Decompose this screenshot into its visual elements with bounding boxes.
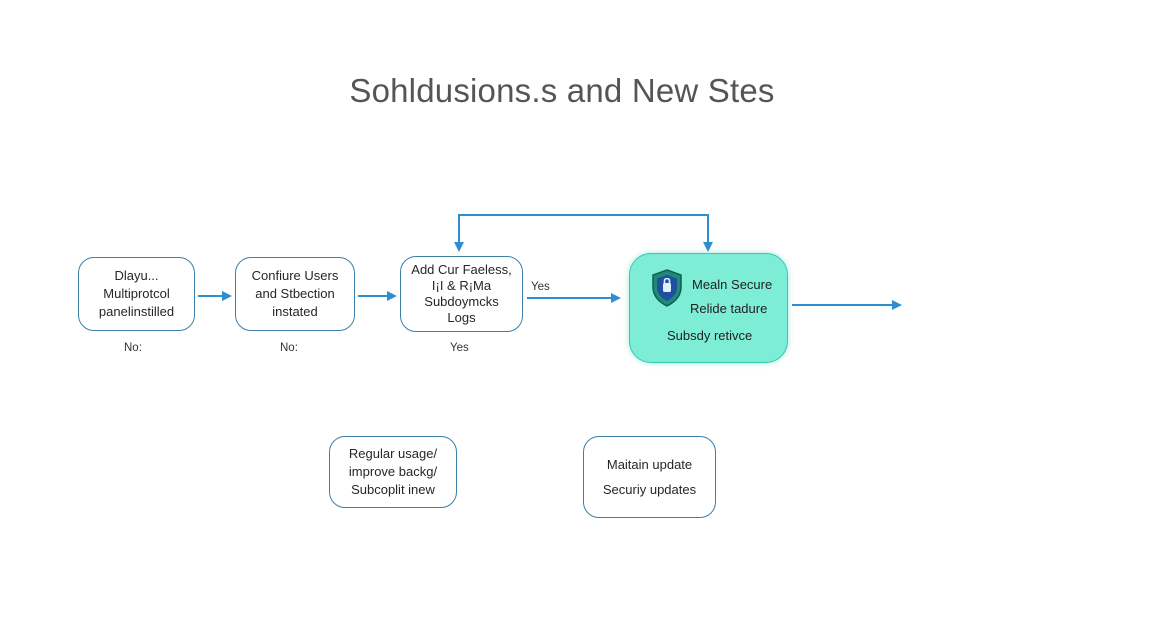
step-box-multiprotocol-panel: Dlayu... Multiprotcol panelinstilled [78, 257, 195, 331]
node-text: Maitain update [606, 457, 693, 472]
branch-label-no: No: [124, 342, 142, 354]
node-text: Regular usage/ [348, 446, 438, 461]
step-box-regular-usage: Regular usage/ improve backg/ Subcoplit … [329, 436, 457, 508]
node-text: I¡I & R¡Ma [431, 278, 492, 293]
node-text: Subcoplit inew [351, 482, 435, 497]
node-text: Multiprotcol [103, 286, 170, 301]
branch-label-no: No: [280, 342, 298, 354]
node-text: Dlayu... [114, 268, 159, 283]
step-box-add-logs: Add Cur Faeless, I¡I & R¡Ma Subdoymcks L… [400, 256, 523, 332]
edge-label-yes: Yes [531, 281, 550, 293]
loop-arrow-n4-n3 [454, 214, 709, 252]
node-text: Subsdy retivce [667, 328, 753, 343]
node-text: Confiure Users [251, 268, 339, 283]
node-text: panelinstilled [98, 304, 175, 319]
shield-icon [652, 269, 682, 307]
node-text: Add Cur Faeless, [411, 262, 512, 277]
node-text: Logs [447, 310, 476, 325]
node-text: improve backg/ [348, 464, 438, 479]
step-box-maintain-secure: Mealn Secure Relide tadure Subsdy retivc… [629, 253, 788, 363]
node-text: and Stbection [255, 286, 335, 301]
branch-label-yes: Yes [450, 342, 469, 354]
node-text: Securiy updates [602, 482, 697, 497]
node-text: Subdoymcks [424, 294, 499, 309]
step-box-maintain-update: Maitain update Securiy updates [583, 436, 716, 518]
node-text: instated [272, 304, 318, 319]
node-text: Mealn Secure [692, 277, 773, 292]
step-box-configure-users: Confiure Users and Stbection instated [235, 257, 355, 331]
node-text: Relide tadure [690, 301, 768, 316]
diagram-title: Sohldusions.s and New Stes [349, 72, 775, 109]
